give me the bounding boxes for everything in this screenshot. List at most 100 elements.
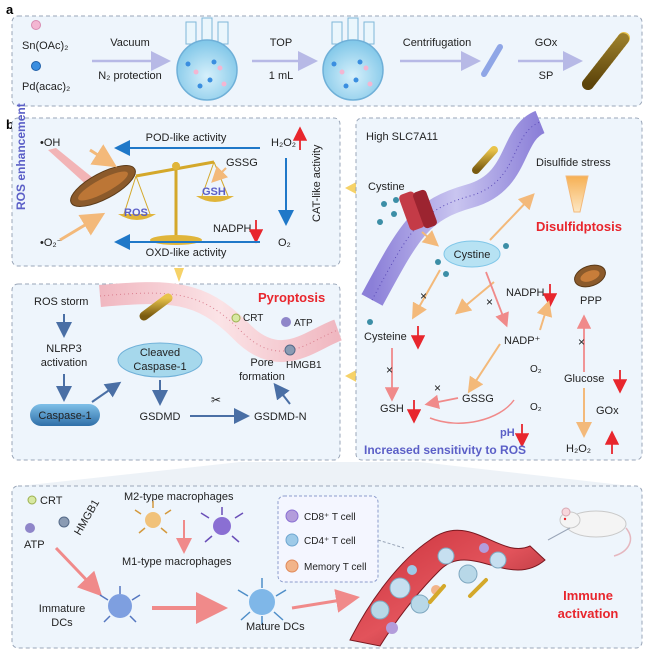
block-x-1: ×: [420, 289, 427, 303]
nadph-to-nadp-arrow: [485, 271, 509, 328]
cystine-to-cysteine-arrow: [412, 269, 441, 320]
nadp-label: NADP⁺: [504, 335, 541, 347]
cysteine-dot: [367, 319, 373, 325]
cystine-dot-2: [391, 211, 397, 217]
disulfid-nanorod-icon: [472, 146, 498, 174]
o2-to-rod-arrow: [59, 212, 106, 242]
o2-label: O₂: [278, 237, 291, 249]
cystine-outside-label: Cystine: [368, 181, 405, 193]
blood-vessel-icon: [349, 529, 546, 647]
sn-precursor-label: Sn(OAc)₂: [22, 40, 68, 52]
immature-dcs-label: DCs: [51, 617, 73, 629]
disulfidptosis-title: Disulfidptosis: [536, 219, 622, 234]
nlrp3-label: NLRP3: [46, 343, 81, 355]
immune-crt-icon: [27, 495, 37, 505]
cystine-dot-1: [381, 201, 387, 207]
cystine-dot-7: [503, 243, 509, 249]
h2o2-label-right: H₂O₂: [566, 443, 591, 455]
o2-label-a: O₂: [530, 364, 542, 375]
step3-top-label: Centrifugation: [403, 37, 472, 49]
high-slc7a11-label: High SLC7A11: [366, 131, 438, 143]
immune-crt-label: CRT: [40, 495, 63, 507]
transport-arrow: [421, 230, 440, 247]
pod-activity-label: POD-like activity: [146, 132, 227, 144]
cd4-cell-icon: [285, 533, 299, 547]
step2-bottom-label: 1 mL: [269, 70, 293, 82]
immune-hmgb1-icon: [58, 516, 70, 528]
memory-cell-icon: [285, 559, 299, 573]
crt-dot-icon: [231, 313, 241, 323]
m1-label: M1-type macrophages: [122, 556, 232, 568]
nlrp3-activation-label: activation: [41, 357, 87, 369]
hmgb1-dot-icon: [284, 344, 296, 356]
ppp-label: PPP: [580, 295, 602, 307]
gsdmd-label: GSDMD: [140, 411, 181, 423]
pd-precursor-icon: [31, 61, 41, 71]
atp-dot-icon: [281, 317, 291, 327]
disulfid-cell-icon: [574, 264, 606, 288]
laser-beam-icon: [48, 148, 98, 188]
nadph-label-right: NADPH: [506, 287, 545, 299]
legend-pointer-line: [377, 539, 405, 549]
pink-membrane-texture: [99, 292, 339, 352]
gssg-to-gsh-arrow: [424, 394, 459, 409]
gsdmdn-label: GSDMD-N: [254, 411, 307, 423]
m2-macrophage-icon: [134, 501, 172, 534]
purple-membrane-texture: [371, 121, 541, 301]
panel-b-label: b: [6, 117, 14, 132]
ros-enhancement-title: ROS enhancement: [14, 103, 28, 210]
block-x-4: ×: [386, 363, 393, 377]
damp-to-dc-arrow: [54, 546, 103, 597]
immune-title: Immune: [563, 588, 613, 603]
t-cell-legend: [277, 495, 379, 583]
cystine-to-stress-arrow: [489, 193, 535, 241]
cleaved-label: Cleaved: [140, 347, 180, 359]
disulfide-stress-label: Disulfide stress: [536, 157, 611, 169]
nadp-to-nadph-arrow: [536, 300, 553, 331]
cystine-dot-4: [393, 197, 399, 203]
stress-funnel-arrow: [565, 175, 589, 213]
panel-a-label: a: [6, 2, 14, 17]
nanorod-cell-icon: [70, 165, 136, 207]
immature-dc-icon: [99, 586, 141, 623]
pyro-nanorod-icon: [139, 293, 173, 321]
mouse-icon: [559, 507, 632, 557]
connector-arrow-to-pyro: [174, 268, 184, 282]
scissors-icon: ✂: [211, 393, 221, 407]
memory-label: Memory T cell: [304, 562, 366, 573]
increased-sensitivity-label: Increased sensitivity to ROS: [364, 443, 526, 457]
caspase1-pill: [30, 404, 100, 426]
gsh-label-right: GSH: [380, 403, 404, 415]
caspase-to-cleaved-arrow: [91, 381, 122, 403]
slc7a11-transporter-icon: [399, 189, 437, 231]
coated-nanorod-icon: [582, 32, 630, 90]
step1-top-label: Vacuum: [110, 37, 150, 49]
step4-bottom-label: SP: [539, 70, 554, 82]
n-to-pore-arrow: [273, 382, 291, 405]
superoxide-label: •O₂⁻: [40, 237, 63, 249]
cysteine-label: Cysteine: [364, 331, 407, 343]
glucose-label: Glucose: [564, 373, 604, 385]
funnel-shape: [20, 462, 630, 486]
mouse-pointer-line: [547, 527, 571, 541]
flask-icon-2: [322, 17, 384, 101]
o2-label-b: O₂: [530, 402, 542, 413]
h2o2-label: H₂O₂: [271, 137, 296, 149]
oxd-activity-label: OXD-like activity: [146, 247, 227, 259]
gssg-label-right: GSSG: [462, 393, 494, 405]
hmgb1-label: HMGB1: [286, 360, 322, 371]
cystine-dot-6: [443, 271, 449, 277]
gssg-to-gsh-arrow: [211, 165, 229, 183]
mature-to-vessel-arrow: [291, 589, 360, 613]
pyroptosis-title: Pyroptosis: [258, 290, 325, 305]
pore-formation-label: formation: [239, 371, 285, 383]
cat-activity-label: CAT-like activity: [311, 144, 323, 222]
cystine-dot-3: [377, 219, 383, 225]
ph-label: pH: [500, 427, 515, 439]
block-x-3: ×: [578, 335, 585, 349]
gsh-cycle-arrow: [429, 399, 515, 424]
mature-dc-icon: [237, 578, 287, 625]
block-x-2: ×: [486, 295, 493, 309]
flask-icon-1: [176, 17, 238, 101]
